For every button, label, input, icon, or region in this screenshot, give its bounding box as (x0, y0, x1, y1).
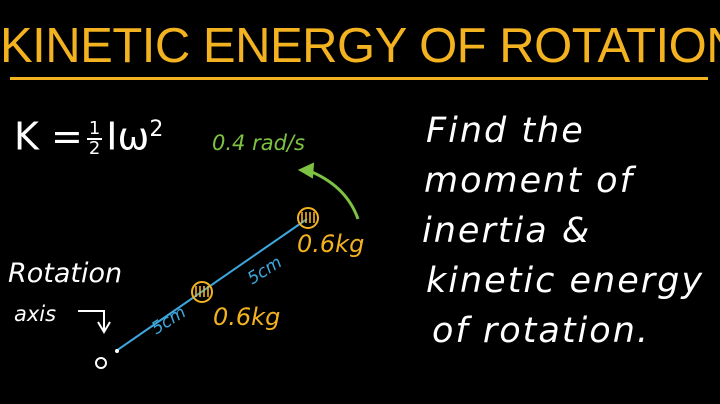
mass-label-top: 0.6kg (297, 230, 365, 258)
rotation-arrow-icon (306, 168, 360, 220)
fraction-denominator: 2 (88, 138, 101, 160)
question-line: kinetic energy (426, 261, 705, 301)
rotation-arrowhead-icon (297, 162, 315, 179)
question-line: of rotation. (432, 311, 651, 351)
mass-label-middle: 0.6kg (213, 303, 281, 331)
formula-lhs: K = (14, 114, 83, 159)
question-line: moment of (424, 161, 634, 201)
rotation-axis-label: Rotation axis (8, 254, 122, 334)
question-line: Find the (426, 111, 585, 151)
question-line: inertia & (422, 211, 592, 251)
axis-pointer-arrowhead-icon (97, 321, 111, 334)
formula-exponent: 2 (149, 117, 164, 142)
rod-line (115, 218, 308, 352)
mass-middle-icon (191, 281, 213, 303)
formula-rhs: Iω (106, 114, 150, 159)
page-title: KINETIC ENERGY OF ROTATION (0, 19, 720, 73)
pivot-point-icon (95, 357, 107, 369)
axis-label-line: Rotation (8, 258, 123, 289)
rod-end-dot (115, 349, 119, 353)
axis-label-line: axis (14, 302, 57, 326)
problem-statement: Find the moment of inertia & kinetic ene… (420, 106, 704, 356)
axis-pointer-arrow-icon (78, 310, 105, 330)
angular-speed-label: 0.4 rad/s (212, 131, 305, 155)
mass-top-icon (297, 207, 319, 229)
fraction-numerator: 1 (86, 118, 103, 141)
title-underline (10, 77, 708, 80)
